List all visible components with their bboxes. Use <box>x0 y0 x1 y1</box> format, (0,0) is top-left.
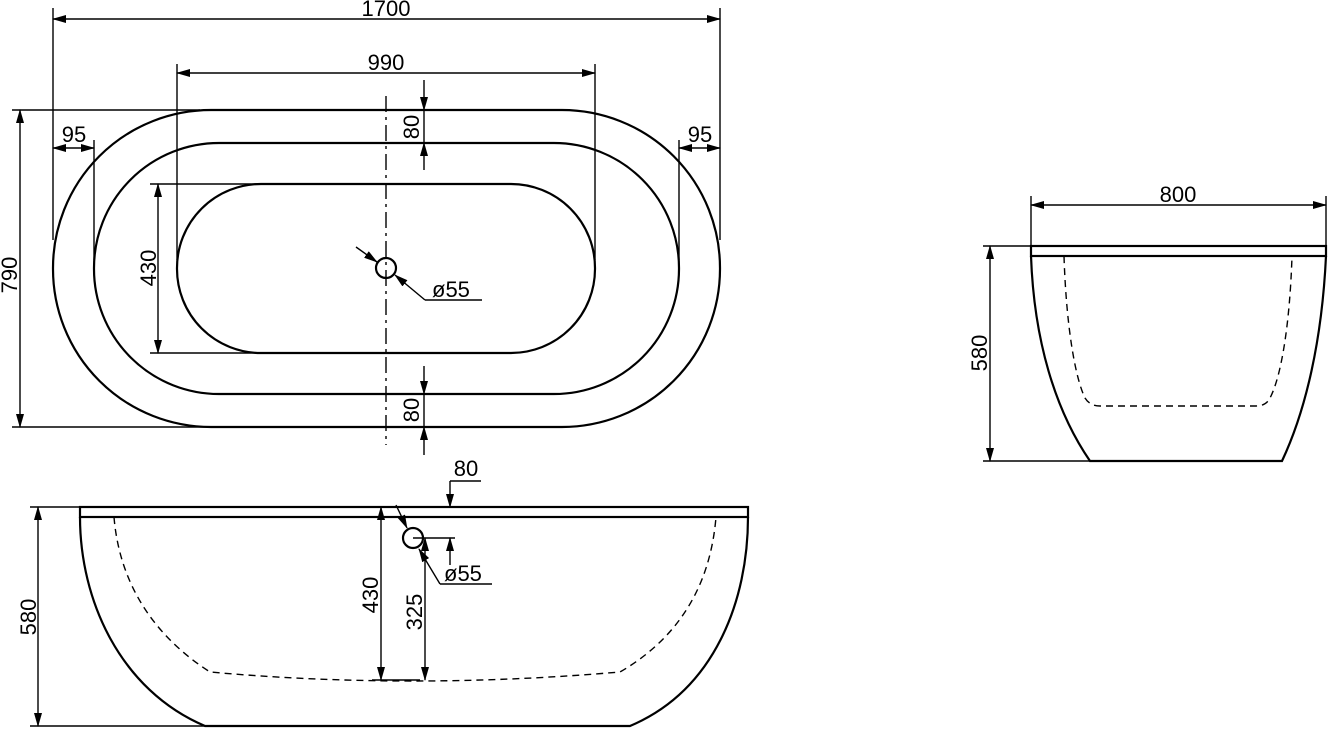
front-rim-top <box>78 505 750 519</box>
dim-basin-depth-label: 430 <box>358 577 383 614</box>
dim-end-wall-left: 95 <box>52 122 95 260</box>
dim-rim-top: 80 <box>399 80 428 170</box>
side-view: 800 580 <box>967 182 1328 463</box>
dim-basin-length-label: 990 <box>368 50 405 75</box>
dim-basin-depth: 430 <box>358 506 420 681</box>
dim-overflow-offset: 80 <box>446 456 481 565</box>
dim-drain-diameter: ø55 <box>355 246 482 302</box>
tub-basin-outline <box>175 182 597 355</box>
dim-basin-width: 430 <box>136 183 260 354</box>
dim-overall-length-label: 1700 <box>362 0 411 21</box>
dim-end-wall-left-label: 95 <box>62 122 86 147</box>
dim-end-wall-right: 95 <box>678 122 721 260</box>
side-rim-top <box>1029 244 1328 258</box>
dim-overall-length: 1700 <box>52 0 721 240</box>
dim-front-height-label: 580 <box>16 599 41 636</box>
dim-side-width: 800 <box>1030 182 1327 246</box>
front-tub-body <box>78 516 750 728</box>
dim-side-height: 580 <box>967 245 1090 462</box>
dim-basin-length: 990 <box>176 50 596 260</box>
dim-overflow-height: 325 <box>402 537 455 681</box>
dim-side-height-label: 580 <box>967 335 992 372</box>
dim-rim-bottom-label: 80 <box>399 398 424 422</box>
dim-overall-width: 790 <box>0 109 220 428</box>
dim-end-wall-right-label: 95 <box>688 122 712 147</box>
dim-overflow-offset-label: 80 <box>454 456 478 481</box>
dim-rim-top-label: 80 <box>399 115 424 139</box>
front-view: 580 430 325 80 ø55 <box>16 456 750 728</box>
dim-overflow-diameter-label: ø55 <box>444 561 482 586</box>
drain-circle <box>374 256 398 280</box>
top-view: 1700 990 95 95 790 <box>0 0 722 455</box>
dim-side-width-label: 800 <box>1160 182 1197 207</box>
side-tub-body <box>1029 255 1328 463</box>
dim-rim-bottom: 80 <box>399 366 428 455</box>
tub-rim-inner-outline <box>92 141 681 396</box>
dim-drain-diameter-label: ø55 <box>432 277 470 302</box>
dim-front-height: 580 <box>16 506 205 727</box>
dim-overflow-height-label: 325 <box>402 594 427 631</box>
dim-overall-width-label: 790 <box>0 257 22 294</box>
dim-overflow-diameter: ø55 <box>395 504 492 586</box>
dim-basin-width-label: 430 <box>136 250 161 287</box>
side-basin-dashed <box>1063 255 1293 407</box>
front-basin-dashed <box>113 516 717 682</box>
